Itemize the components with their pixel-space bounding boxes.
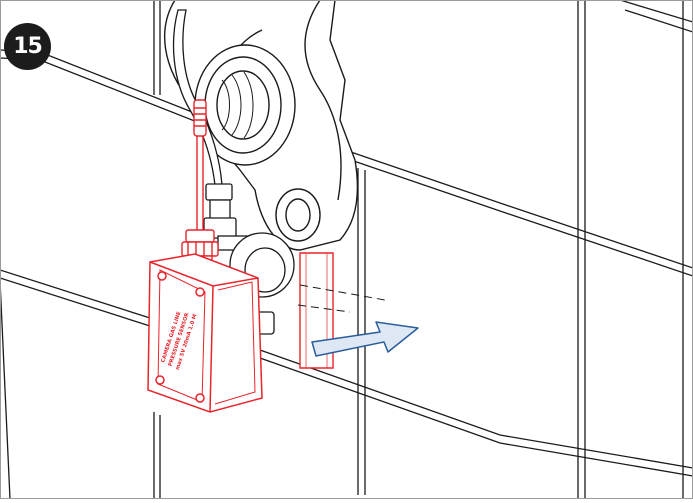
arrow-right-icon xyxy=(311,321,419,357)
step-number-badge: 15 xyxy=(4,23,51,70)
direction-arrow xyxy=(311,321,419,357)
gas-line-hose xyxy=(172,9,249,251)
pressure-sensor-box xyxy=(147,253,263,413)
sensor-wire xyxy=(193,99,207,235)
alignment-guides xyxy=(297,284,386,313)
mounting-bracket xyxy=(299,252,334,369)
drain-siphon xyxy=(164,0,359,251)
